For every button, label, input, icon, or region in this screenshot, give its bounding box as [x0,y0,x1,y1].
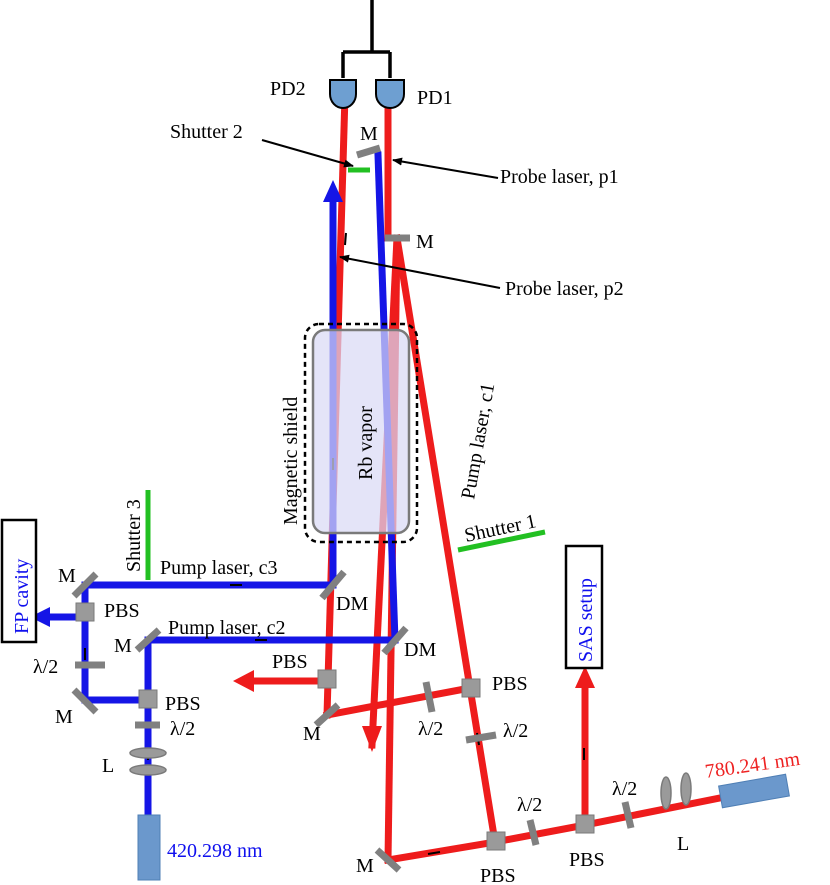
mirror-label-bottom: M [356,855,374,877]
fp-cavity-box [0,518,38,644]
halfwave-label-red-far: λ/2 [612,778,637,800]
pd2-label: PD2 [270,78,306,100]
mirror-label-red-left: M [303,723,321,745]
halfwave-label-left: λ/2 [33,656,58,678]
shutter-2-label: Shutter 2 [170,121,243,143]
halfwave-label-blue: λ/2 [170,718,195,740]
mirror-label-c2: M [114,635,132,657]
shutter-1 [457,529,546,553]
red-wavelength-label: 780.241 nm [704,748,802,783]
blue-laser-source [137,814,161,881]
pd2-icon [329,79,357,109]
mirror-label-fp: M [58,565,76,587]
pbs-label-left-red: PBS [272,651,308,673]
pbs-label-bottom: PBS [480,865,516,885]
pbs-label-sas: PBS [569,849,605,871]
halfwave-label-red-mid: λ/2 [418,718,443,740]
pd1-icon [375,79,405,109]
probe-p1-label: Probe laser, p1 [500,166,619,188]
blue-arrows [30,180,343,627]
red-arrows [233,666,595,752]
pump-c2-label: Pump laser, c2 [168,617,286,639]
fp-cavity-label: FP cavity [11,559,33,634]
photodetector-wiring [341,0,392,78]
halfwave-label-red-low: λ/2 [517,794,542,816]
pbs-label-red-right: PBS [492,673,528,695]
mirror-label-top: M [360,123,378,145]
optical-components [71,144,635,873]
pbs-label-blue: PBS [165,693,201,715]
dm-label-c2: DM [404,639,436,661]
pump-c1-label: Pump laser, c1 [457,381,499,501]
red-laser-source [718,773,790,809]
pbs-cubes [75,602,595,851]
lens-label-red: L [677,833,689,855]
shutter-3-label: Shutter 3 [123,499,145,572]
halfwave-label-red-right: λ/2 [503,720,528,742]
sas-setup-label: SAS setup [575,578,597,662]
dm-label-c3: DM [336,593,368,615]
pointer-lines [261,139,501,289]
rb-vapor-cell [311,328,411,535]
pump-c3-label: Pump laser, c3 [160,557,278,579]
pd1-label: PD1 [417,87,453,109]
magnetic-shield-label: Magnetic shield [280,397,302,525]
lenses [129,747,692,810]
mirror-label-lower-left: M [55,706,73,728]
sas-setup-box [564,544,604,670]
rb-vapor-label: Rb vapor [355,406,377,480]
pbs-label-fp: PBS [104,600,140,622]
blue-wavelength-label: 420.298 nm [167,840,263,862]
lens-label-blue: L [102,755,114,777]
probe-p2-label: Probe laser, p2 [505,278,624,300]
magnetic-shield-outline [303,322,419,544]
mirror-label-upper: M [416,231,434,253]
